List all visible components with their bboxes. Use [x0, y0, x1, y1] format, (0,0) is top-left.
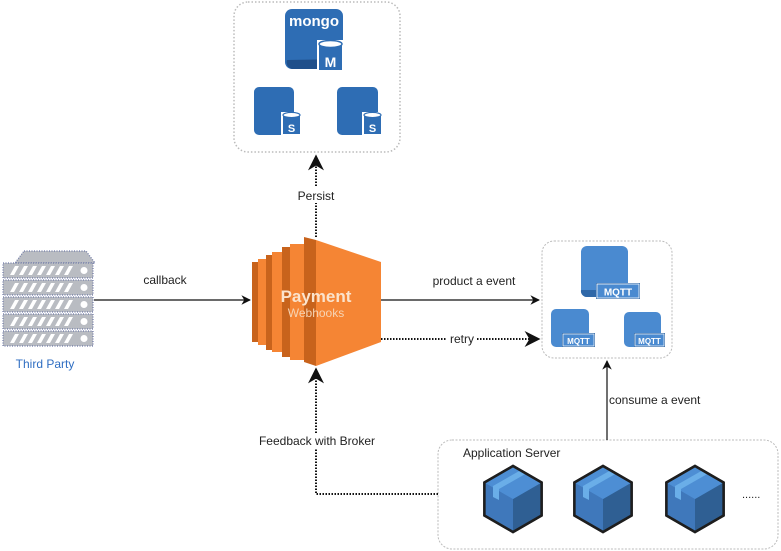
mqtt-broker-node[interactable]: MQTT	[624, 312, 665, 347]
mqtt-broker-node[interactable]: MQTT	[580, 246, 640, 299]
mqtt-badge: MQTT	[567, 337, 590, 346]
edge-retry[interactable]: retry	[381, 331, 541, 347]
cylinder-icon	[362, 111, 383, 136]
cylinder-icon	[281, 111, 302, 136]
edge-feedback[interactable]: Feedback with Broker	[252, 367, 438, 495]
rack-unit	[2, 330, 94, 347]
rack-unit	[2, 313, 94, 330]
primary-badge: M	[325, 54, 337, 70]
application-server-label: Application Server	[463, 446, 560, 460]
rack-unit	[2, 279, 94, 296]
cylinder-icon	[317, 39, 344, 72]
edge-consume-event[interactable]: consume a event	[602, 360, 701, 440]
third-party-label: Third Party	[16, 357, 75, 371]
feedback-label: Feedback with Broker	[259, 434, 375, 448]
webhooks-subtitle: Webhooks	[288, 306, 344, 320]
rack-unit	[2, 262, 94, 279]
produce-event-label: product a event	[433, 274, 516, 288]
callback-label: callback	[143, 273, 187, 287]
feedback-arrow	[308, 367, 438, 495]
secondary-badge: S	[369, 123, 376, 135]
mongo-secondary-node[interactable]: S	[337, 87, 383, 136]
server-rack-icon	[2, 250, 97, 347]
secondary-badge: S	[288, 123, 295, 135]
persist-label: Persist	[298, 189, 335, 203]
payment-webhooks-node[interactable]: Payment Webhooks	[252, 237, 381, 366]
package-box-icon	[665, 464, 725, 534]
package-box-icon	[573, 464, 633, 534]
consume-event-label: consume a event	[609, 393, 701, 407]
edge-produce-event[interactable]: product a event	[381, 274, 540, 305]
mqtt-badge: MQTT	[604, 288, 632, 299]
webhooks-title: Payment	[281, 287, 352, 306]
edge-persist[interactable]: Persist	[294, 154, 338, 237]
rack-unit	[2, 296, 94, 313]
mongo-brand-label: mongo	[289, 13, 339, 30]
mongo-primary-node[interactable]: mongo M	[285, 9, 344, 72]
mongo-cluster[interactable]: mongo M S S	[233, 1, 401, 153]
more-instances-ellipsis: ......	[742, 489, 760, 501]
third-party-node[interactable]: Third Party	[2, 250, 97, 371]
compute-cluster-icon	[252, 237, 381, 366]
edge-callback[interactable]: callback	[94, 273, 251, 305]
mqtt-cluster[interactable]: MQTT MQTT MQTT	[541, 240, 673, 359]
mongo-secondary-node[interactable]: S	[254, 87, 302, 136]
retry-label: retry	[450, 332, 474, 346]
mqtt-broker-node[interactable]: MQTT	[551, 309, 595, 347]
mqtt-badge: MQTT	[638, 337, 661, 346]
application-server-group[interactable]: Application Server ......	[437, 439, 779, 550]
package-box-icon	[483, 464, 543, 534]
